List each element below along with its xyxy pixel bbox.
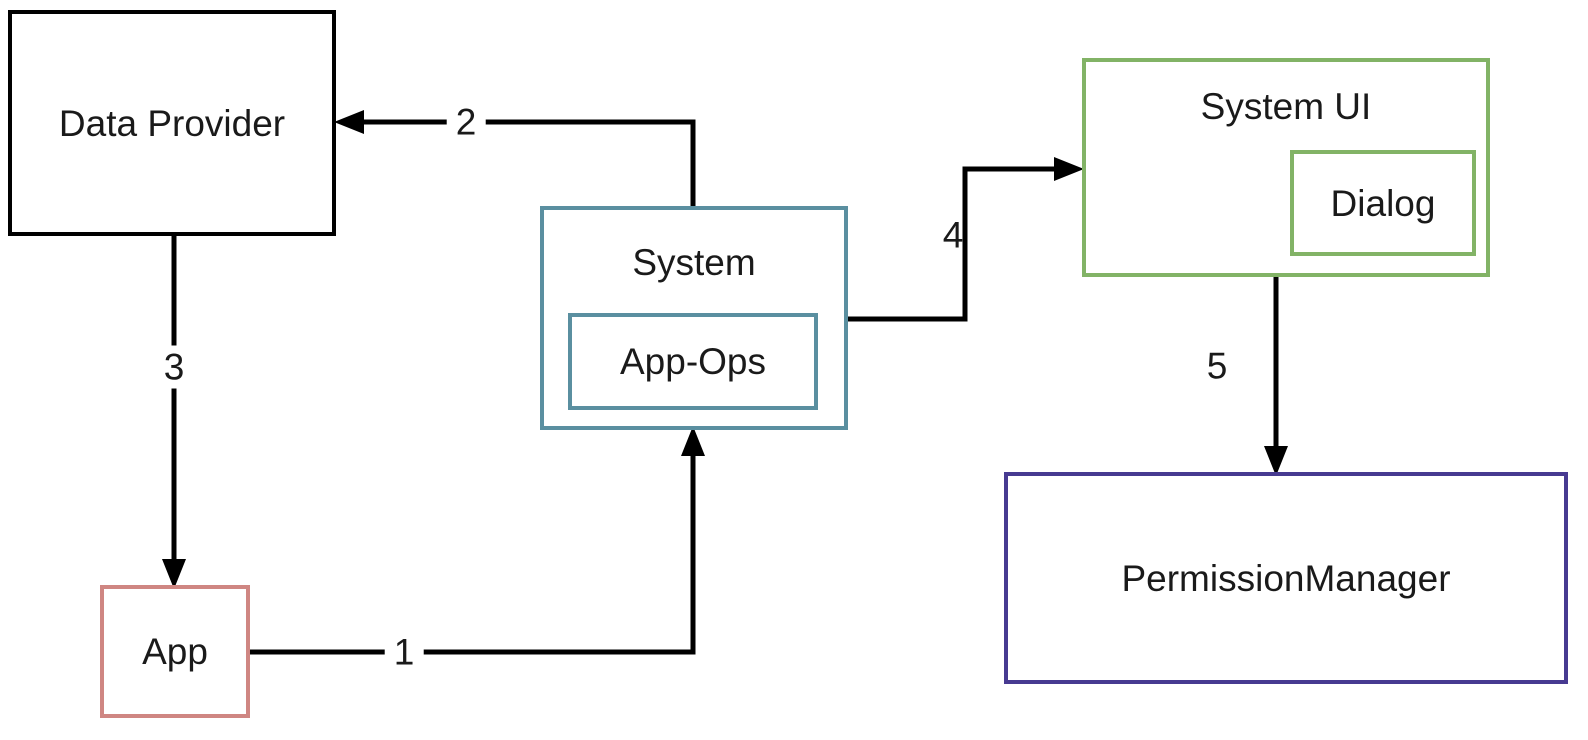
edge-label-1: 1 xyxy=(384,630,424,674)
node-dialog[interactable]: Dialog xyxy=(1290,150,1476,256)
node-system-label: System xyxy=(632,242,756,283)
edge-5-system-ui-to-permission-manager xyxy=(1264,277,1288,476)
edge-2-system-to-data-provider xyxy=(334,110,696,206)
node-permission-manager-label: PermissionManager xyxy=(1121,557,1451,599)
edge-label-3: 3 xyxy=(154,345,194,389)
edge-label-4: 4 xyxy=(942,214,964,256)
node-app[interactable]: App xyxy=(100,585,250,718)
node-app-label: App xyxy=(142,631,208,672)
node-dialog-label: Dialog xyxy=(1330,182,1436,224)
node-system-ui-label: System UI xyxy=(1200,86,1372,127)
node-app-ops-label: App-Ops xyxy=(619,341,766,382)
node-data-provider[interactable]: Data Provider xyxy=(8,10,336,236)
edge-label-2: 2 xyxy=(446,100,486,144)
edge-4-system-to-system-ui xyxy=(848,157,1084,322)
node-data-provider-label: Data Provider xyxy=(58,102,286,144)
node-permission-manager[interactable]: PermissionManager xyxy=(1004,472,1568,684)
node-app-ops[interactable]: App-Ops xyxy=(568,313,818,410)
edge-label-5: 5 xyxy=(1206,345,1228,387)
edge-3-data-provider-to-app xyxy=(162,236,186,589)
edge-1-app-to-system xyxy=(250,426,705,655)
